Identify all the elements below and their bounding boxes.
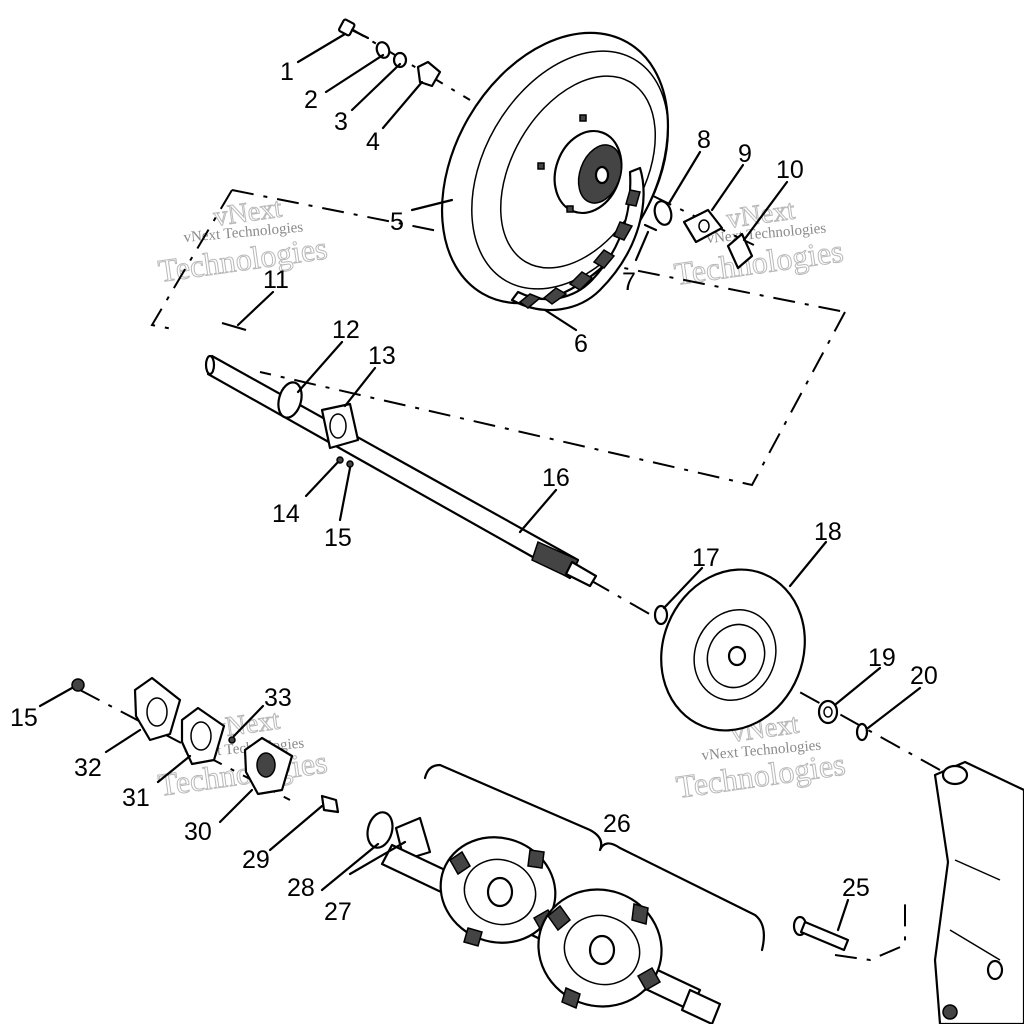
nut-part-15-lower	[71, 678, 85, 692]
callout-3: 3	[334, 108, 348, 136]
callout-9: 9	[738, 140, 752, 168]
callout-19: 19	[868, 644, 896, 672]
centerline-sprocket	[609, 174, 761, 249]
callout-1: 1	[280, 58, 294, 86]
washer-part-3	[392, 51, 408, 69]
bearing-part-19	[817, 699, 839, 725]
centerline-bolt	[834, 895, 906, 962]
callout-20: 20	[910, 662, 938, 690]
bearing-part-12	[277, 381, 303, 419]
bracket-left-phantom	[150, 189, 233, 331]
callout-31: 31	[122, 784, 150, 812]
washer-part-8	[653, 200, 673, 226]
callout-33: 33	[264, 684, 292, 712]
callout-27: 27	[324, 898, 352, 926]
bolt-part-1	[338, 18, 370, 40]
callout-15-upper: 15	[324, 524, 352, 552]
bearing-flange-part-30	[243, 736, 294, 796]
callout-10: 10	[776, 156, 804, 184]
nut-part-15-upper	[346, 460, 354, 468]
track-drive-shaft-part-26	[380, 836, 722, 1024]
callout-12: 12	[332, 316, 360, 344]
callout-labels: 1 2 3 4 5 6 7 8 9 10 11 12 13 14 15 15 1…	[10, 58, 938, 926]
centerline-brake	[589, 579, 661, 621]
drive-sprocket-part-5	[440, 31, 670, 305]
callout-18: 18	[814, 518, 842, 546]
callout-25: 25	[842, 874, 870, 902]
callout-32: 32	[74, 754, 102, 782]
bearing-housing-part-13	[320, 402, 360, 450]
bracket-right-phantom	[259, 311, 846, 487]
callout-6: 6	[574, 330, 588, 358]
chaincase-housing	[933, 760, 1024, 1024]
callout-14: 14	[272, 500, 300, 528]
snap-ring-part-17	[653, 604, 669, 626]
callout-8: 8	[697, 126, 711, 154]
key-part-7	[643, 223, 658, 232]
track-sprocket-right	[537, 888, 663, 1010]
washer-part-33	[228, 736, 236, 744]
flange-plate-part-31	[180, 706, 226, 766]
drive-chain-part-6	[510, 166, 645, 312]
callout-30: 30	[184, 818, 212, 846]
lockwasher-part-10	[726, 232, 754, 270]
callout-26: 26	[603, 810, 631, 838]
callout-11: 11	[263, 266, 289, 294]
snap-ring-part-20	[855, 722, 869, 742]
callout-4: 4	[366, 128, 380, 156]
spacer-part-4	[416, 60, 442, 88]
callout-28: 28	[287, 874, 315, 902]
bolt-part-25	[792, 915, 850, 952]
bushing-part-29	[320, 794, 340, 814]
drive-shaft-part-16	[204, 354, 598, 588]
callout-7: 7	[622, 268, 636, 296]
callout-17: 17	[692, 544, 720, 572]
spacer-part-9	[682, 208, 724, 244]
callout-2: 2	[304, 86, 318, 114]
callout-5: 5	[390, 208, 404, 236]
watermark-top-right: vNext Technologies vNext Technologies	[671, 194, 846, 292]
callout-15-lower: 15	[10, 704, 38, 732]
washer-part-2	[375, 41, 391, 59]
centerline-upper-bracket	[231, 189, 846, 313]
callout-29: 29	[242, 846, 270, 874]
callout-16: 16	[542, 464, 570, 492]
callout-13: 13	[368, 342, 396, 370]
leader-lines	[38, 32, 922, 932]
group-bracket-part-26	[423, 763, 765, 952]
key-part-11	[221, 321, 247, 332]
brake-disc-part-18	[660, 568, 806, 732]
flange-plate-part-32	[133, 676, 182, 742]
